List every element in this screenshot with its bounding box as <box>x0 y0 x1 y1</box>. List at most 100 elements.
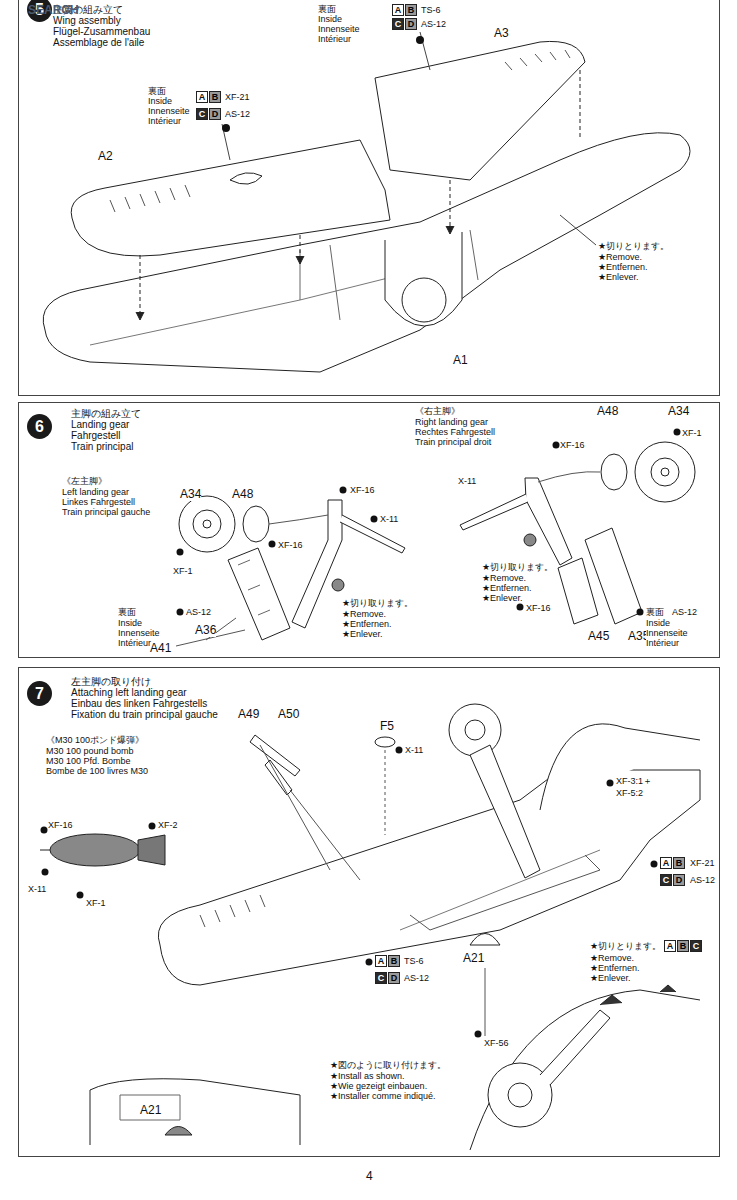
note-text: Innenseite <box>318 24 360 34</box>
version-box: B <box>677 940 689 952</box>
heading-text: Landing gear <box>71 419 141 430</box>
version-box: D <box>209 108 221 120</box>
note-text: Train principal gauche <box>62 507 150 517</box>
note-text: 《右主脚》 <box>415 406 460 416</box>
part-number: A41 <box>150 642 171 655</box>
note-text: AS-12 <box>186 607 211 617</box>
part-number: A21 <box>463 952 484 965</box>
part-number: A49 <box>238 708 259 721</box>
version-box: B <box>209 91 221 103</box>
note-text: ★図のように取り付けます。 <box>330 1060 446 1070</box>
note-text: Left landing gear <box>62 487 129 497</box>
note-text: XF-21 <box>690 858 715 868</box>
note-text: Inside <box>646 618 670 628</box>
part-number: A2 <box>98 150 113 163</box>
note-text: ★Remove. <box>342 609 386 619</box>
version-box: C <box>196 108 208 120</box>
note-text: ★切りとります。 <box>598 241 669 251</box>
note-text: ★Entfernen. <box>342 619 392 629</box>
version-box: A <box>660 857 672 869</box>
step-number-text: 7 <box>35 685 44 703</box>
note-text: AS-12 <box>404 973 429 983</box>
note-text: M30 100 Pfd. Bombe <box>46 756 131 766</box>
note-text: TS-6 <box>404 956 424 966</box>
note-text: X-11 <box>380 514 398 524</box>
note-text: XF-21 <box>225 92 250 102</box>
part-number: A1 <box>453 354 468 367</box>
note-text: Linkes Fahrgestell <box>62 497 135 507</box>
note-text: ★Entfernen. <box>482 583 532 593</box>
note-text: 裏面 <box>318 4 336 14</box>
note-text: XF-56 <box>484 1038 509 1048</box>
part-number: A48 <box>232 488 253 501</box>
version-box: A <box>664 940 676 952</box>
note-text: Train principal droit <box>415 437 491 447</box>
note-text: Intérieur <box>646 638 679 648</box>
note-text: Bombe de 100 livres M30 <box>46 766 148 776</box>
version-box: C <box>690 940 702 952</box>
note-text: TS-6 <box>421 5 441 15</box>
note-text: AS-12 <box>225 109 250 119</box>
note-text: XF-3:1＋ <box>616 776 652 786</box>
note-text: XF-5:2 <box>616 788 643 798</box>
heading-text: Fixation du train principal gauche <box>71 709 218 720</box>
heading-text: Assemblage de l'aile <box>53 37 150 48</box>
note-text: Intérieur <box>118 638 151 648</box>
note-text: ★Remove. <box>482 573 526 583</box>
note-text: ★Enlever. <box>590 973 631 983</box>
note-text: Innenseite <box>646 628 688 638</box>
heading-text: Einbau des linken Fahrgestells <box>71 698 218 709</box>
version-box: D <box>405 18 417 30</box>
note-text: X-11 <box>405 745 423 755</box>
note-text: XF-1 <box>173 566 193 576</box>
part-number: A3 <box>494 27 509 40</box>
note-text: ★切り取ります。 <box>342 598 413 608</box>
note-text: 《左主脚》 <box>62 476 107 486</box>
version-box: B <box>405 4 417 16</box>
heading-text: Attaching left landing gear <box>71 687 218 698</box>
version-box: C <box>660 874 672 886</box>
step-heading: 左主脚の取り付けAttaching left landing gearEinba… <box>71 676 218 720</box>
note-text: X-11 <box>28 884 46 894</box>
note-text: 裏面 <box>646 607 664 617</box>
heading-text: Flügel-Zusammenbau <box>53 26 150 37</box>
note-text: 裏面 <box>148 86 166 96</box>
version-box: A <box>375 955 387 967</box>
part-number: A48 <box>597 405 618 418</box>
part-number: A50 <box>278 708 299 721</box>
watermark: SEARCH <box>28 4 79 17</box>
version-box: C <box>392 18 404 30</box>
heading-text: 左主脚の取り付け <box>71 676 218 687</box>
heading-text: Fahrgestell <box>71 430 141 441</box>
step-panel: 主翼の組み立てWing assemblyFlügel-ZusammenbauAs… <box>18 0 720 396</box>
note-text: XF-2 <box>158 820 178 830</box>
step-number-text: 6 <box>35 418 44 436</box>
note-text: ★Entfernen. <box>598 262 648 272</box>
note-text: 《M30 100ポンド爆弾》 <box>46 735 144 745</box>
note-text: ★Install as shown. <box>330 1071 405 1081</box>
step-number: 7 <box>27 681 52 706</box>
version-box: D <box>388 972 400 984</box>
note-text: XF-16 <box>526 603 551 613</box>
part-number: A34 <box>668 405 689 418</box>
note-text: X-11 <box>458 476 476 486</box>
note-text: ★Remove. <box>598 252 642 262</box>
part-number: 4 <box>366 1170 373 1183</box>
note-text: ★Wie gezeigt einbauen. <box>330 1081 427 1091</box>
note-text: XF-16 <box>560 440 585 450</box>
note-text: Intérieur <box>148 116 181 126</box>
note-text: ★切りとります。 <box>590 941 661 951</box>
version-box: B <box>388 955 400 967</box>
note-text: ★Installer comme indiqué. <box>330 1091 436 1101</box>
note-text: ★Enlever. <box>598 272 639 282</box>
note-text: ★Entfernen. <box>590 963 640 973</box>
note-text: Inside <box>118 618 142 628</box>
note-text: XF-1 <box>86 898 106 908</box>
note-text: ★切り取ります。 <box>482 562 553 572</box>
heading-text: Train principal <box>71 441 141 452</box>
note-text: Inside <box>318 14 342 24</box>
note-text: ★Enlever. <box>342 629 383 639</box>
note-text: ★Enlever. <box>482 593 523 603</box>
part-number: A36 <box>195 624 216 637</box>
version-box: B <box>673 857 685 869</box>
